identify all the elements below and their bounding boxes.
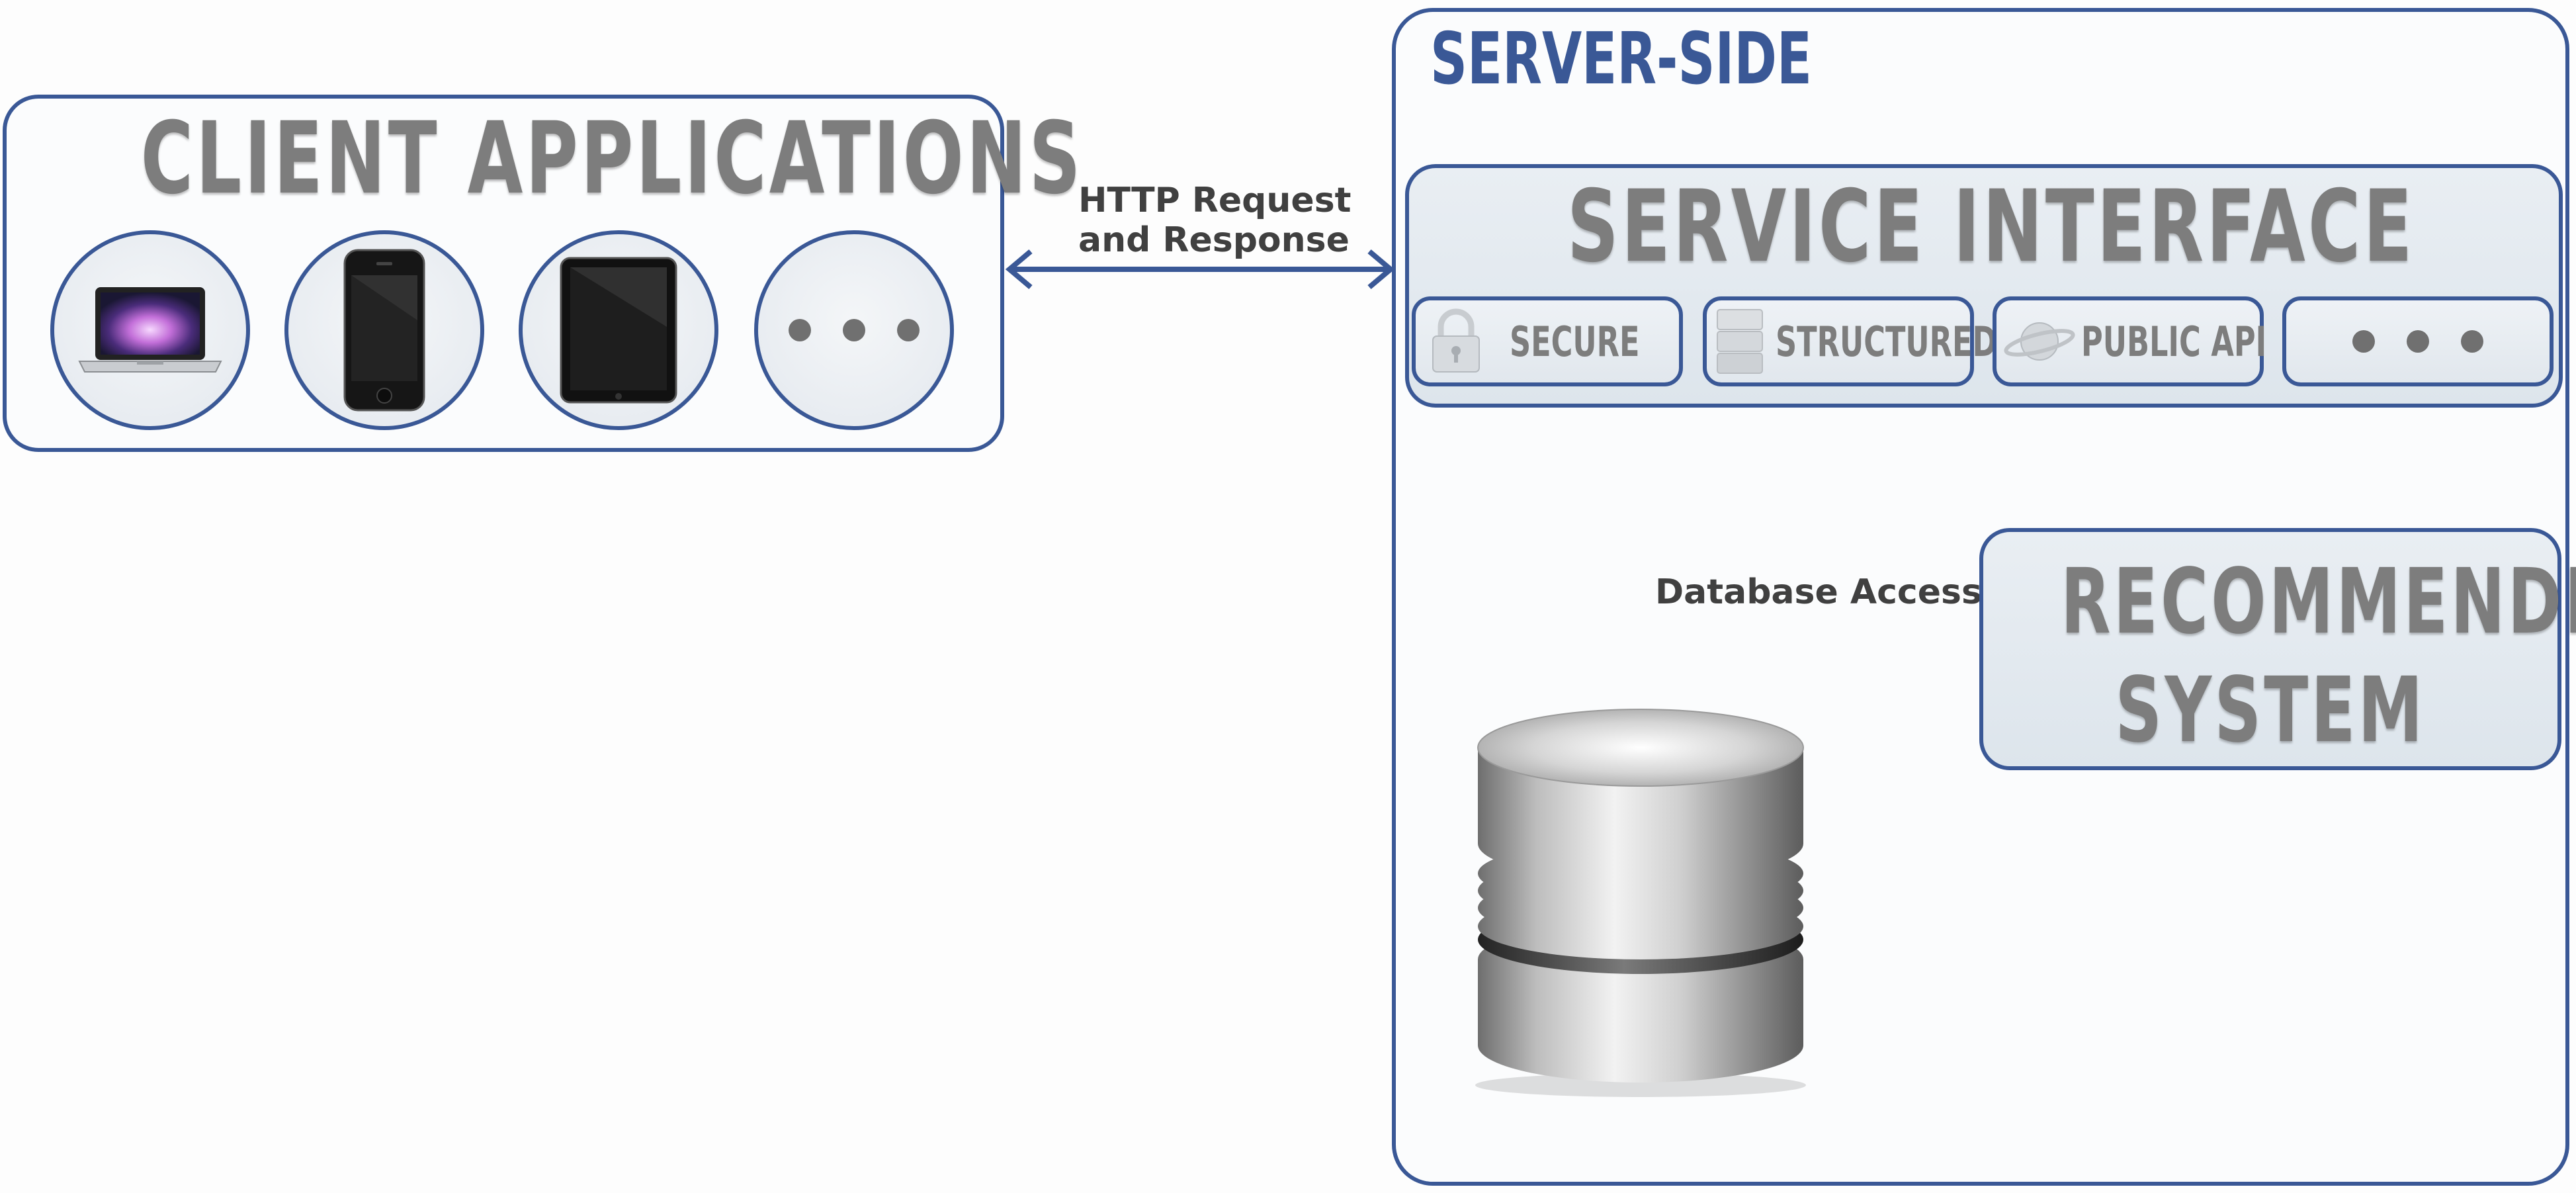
feature-public-api: PUBLIC API	[1993, 296, 2267, 386]
smartphone-icon	[343, 249, 425, 412]
more-icon	[789, 319, 920, 341]
feature-public-api-label: PUBLIC API	[2081, 317, 2267, 366]
lock-icon	[1432, 308, 1480, 373]
database-icon	[1475, 709, 1806, 1097]
planet-icon	[2004, 322, 2075, 361]
more-icon	[2352, 330, 2483, 353]
recommender-line1: RECOMMENDER	[2061, 550, 2576, 654]
feature-structured-label: STRUCTURED	[1776, 317, 1997, 366]
recommender-system-panel	[1979, 528, 2561, 770]
tablet-icon	[560, 257, 677, 404]
http-label-line2: and Response	[1078, 220, 1350, 260]
laptop-icon	[78, 287, 222, 373]
feature-secure-label: SECURE	[1510, 317, 1640, 366]
laptop-device	[50, 230, 250, 430]
http-label-line1: HTTP Request	[1078, 181, 1352, 220]
feature-structured: STRUCTURED	[1703, 296, 1997, 386]
more-devices	[754, 230, 954, 430]
feature-secure: SECURE	[1412, 296, 1683, 386]
service-interface-title: SERVICE INTERFACE	[1567, 169, 2415, 285]
smartphone-device	[284, 230, 484, 430]
tablet-device	[519, 230, 718, 430]
feature-more	[2282, 296, 2554, 386]
stack-icon	[1717, 309, 1763, 374]
recommender-line2: SYSTEM	[2115, 658, 2426, 763]
database-access-label: Database Access	[1655, 572, 1982, 612]
server-side-title: SERVER-SIDE	[1430, 18, 1813, 101]
